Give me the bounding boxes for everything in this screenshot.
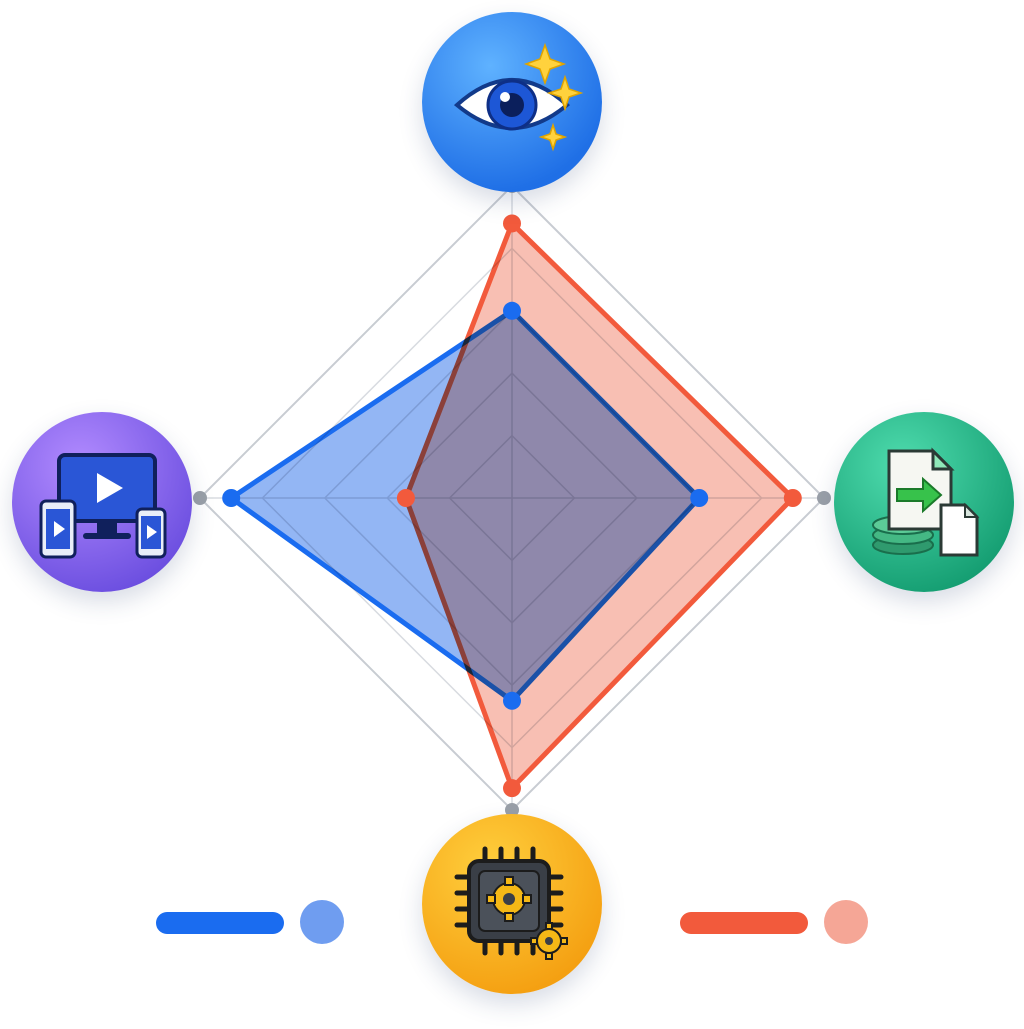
eye-sparkle-icon	[453, 42, 584, 152]
series-0-point-0	[503, 301, 521, 320]
cpu-gear-icon-badge	[422, 814, 602, 994]
file-transfer-icon-badge	[834, 412, 1014, 592]
series-0-point-1	[690, 489, 709, 507]
series-1-area	[403, 220, 796, 791]
file-transfer-icon	[872, 447, 980, 557]
series-1-point-0	[503, 214, 521, 233]
series-0-point-2	[503, 691, 521, 710]
series-1-point-3	[396, 489, 415, 507]
cpu-gear-icon	[454, 846, 568, 960]
multi-device-video-icon-badge	[12, 412, 192, 592]
legend-blue-dot	[300, 900, 344, 944]
legend-red-dot	[824, 900, 868, 944]
legend-red-line	[680, 912, 808, 934]
eye-sparkle-icon-badge	[422, 12, 602, 192]
axis-end-dot-1	[817, 491, 831, 505]
series-1-point-1	[783, 489, 802, 507]
axis-end-dot-2	[505, 803, 519, 817]
axis-end-dot-3	[193, 491, 207, 505]
multi-device-video-icon	[39, 453, 167, 559]
series-1-point-2	[503, 779, 521, 798]
legend-blue-line	[156, 912, 284, 934]
series-0-point-3	[222, 489, 241, 507]
